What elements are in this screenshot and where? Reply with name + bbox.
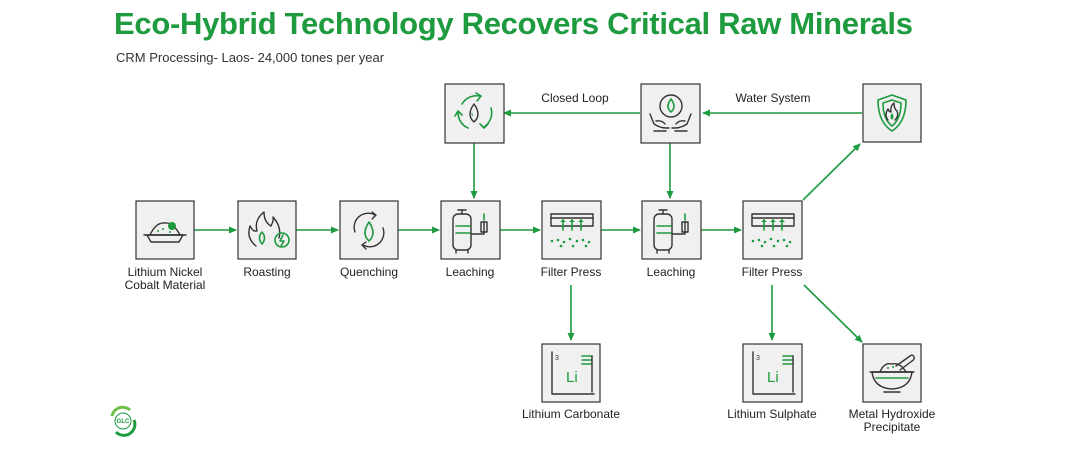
node-filter-press-2: Filter Press [742, 200, 803, 279]
element-symbol: Li [767, 369, 779, 386]
node-label-line2: Precipitate [864, 420, 921, 434]
glc-logo-icon: GLC [110, 405, 137, 437]
closed-loop-label: Closed Loop [541, 91, 609, 105]
node-label: Quenching [340, 265, 398, 279]
ore-bowl-icon [143, 222, 187, 243]
tank-icon [452, 209, 488, 254]
node-metal-hydroxide: Metal Hydroxide Precipitate [849, 343, 936, 434]
node-label: Filter Press [541, 265, 602, 279]
logo-text: GLC [117, 419, 130, 425]
node-lithium-material: Lithium Nickel Cobalt Material [125, 200, 206, 292]
filter-press-icon [550, 213, 594, 248]
atomic-number: 3 [756, 355, 760, 362]
node-label-line1: Metal Hydroxide [849, 407, 936, 421]
node-label: Leaching [446, 265, 495, 279]
edge-filter2-shield [802, 143, 861, 201]
lithium-element-icon: 3 Li [752, 351, 796, 395]
atomic-number: 3 [555, 355, 559, 362]
node-lithium-sulphate: 3 Li Lithium Sulphate [727, 343, 817, 421]
node-label: Roasting [243, 265, 290, 279]
tank-icon [653, 209, 689, 254]
edge-filter2-hydroxide [803, 284, 863, 343]
node-lithium-carbonate: 3 Li Lithium Carbonate [522, 343, 620, 421]
hands-drop-icon [649, 94, 692, 132]
node-shield [862, 83, 922, 143]
node-label: Lithium Sulphate [727, 407, 817, 421]
mortar-icon [869, 354, 915, 393]
node-label: Lithium Carbonate [522, 407, 620, 421]
shield-flame-icon [877, 94, 907, 132]
node-quenching: Quenching [339, 200, 399, 279]
recycle-drop-icon [454, 92, 493, 129]
node-closed-loop [444, 83, 505, 144]
element-symbol: Li [566, 369, 578, 386]
filter-press-icon [751, 213, 795, 248]
page-subtitle: CRM Processing- Laos- 24,000 tones per y… [116, 50, 385, 65]
node-leaching-1: Leaching [440, 200, 501, 279]
node-leaching-2: Leaching [641, 200, 702, 279]
page-title: Eco-Hybrid Technology Recovers Critical … [114, 6, 913, 41]
flame-icon [248, 211, 290, 248]
node-label-line1: Lithium Nickel [128, 265, 203, 279]
water-system-label: Water System [736, 91, 811, 105]
node-label: Leaching [647, 265, 696, 279]
node-water-system [640, 83, 701, 144]
connectors [194, 109, 863, 343]
lithium-element-icon: 3 Li [551, 351, 595, 395]
node-label: Filter Press [742, 265, 803, 279]
node-roasting: Roasting [237, 200, 297, 279]
node-label-line2: Cobalt Material [125, 278, 206, 292]
water-drop-cycle-icon [353, 211, 385, 250]
node-filter-press-1: Filter Press [541, 200, 602, 279]
